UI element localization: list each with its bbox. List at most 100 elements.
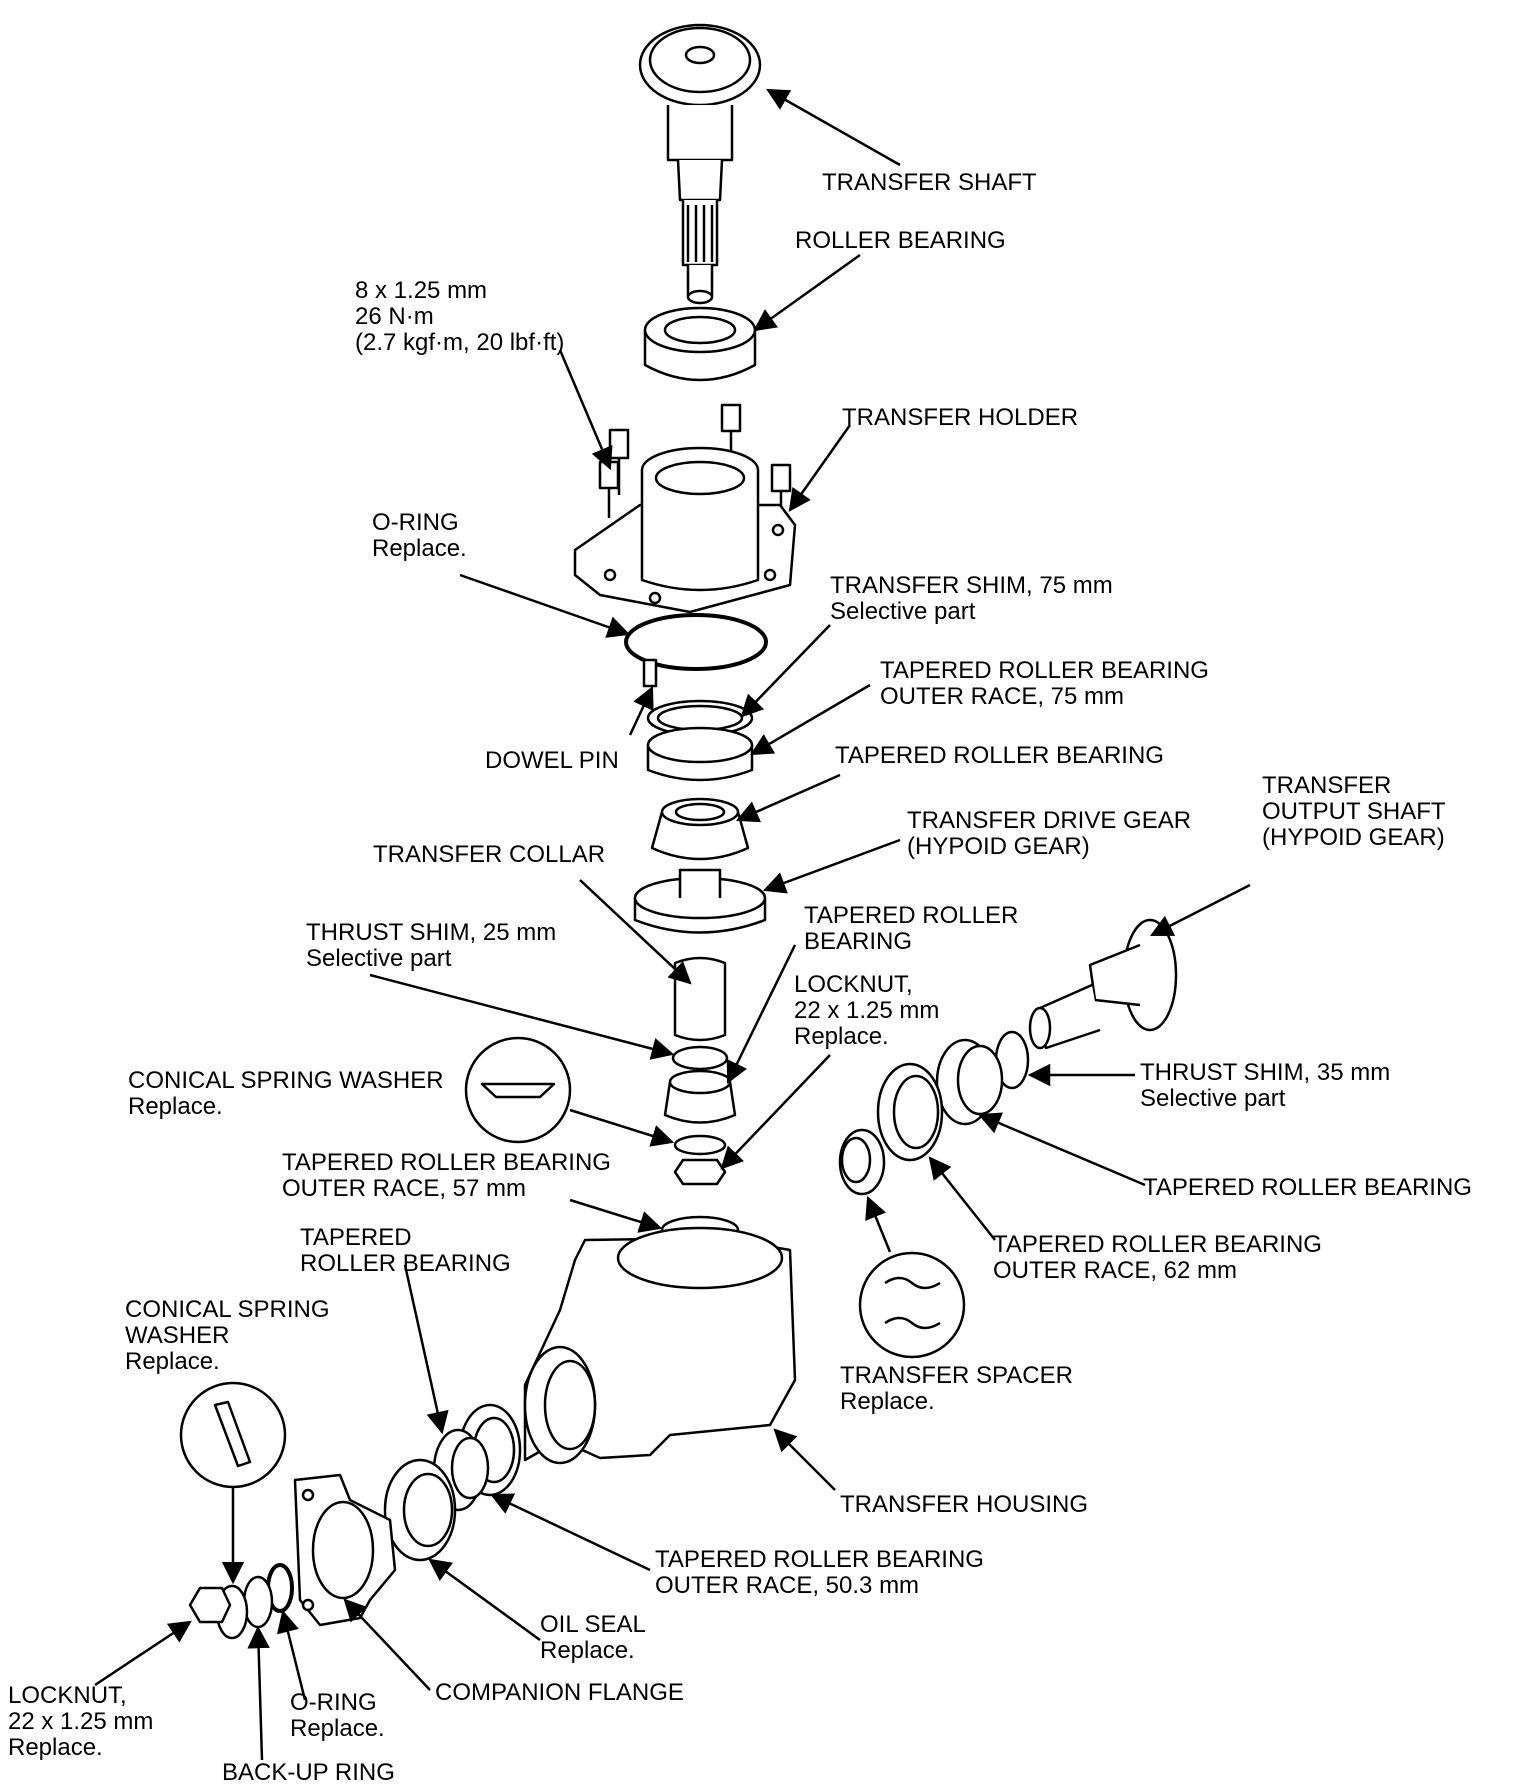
- label-line: WASHER: [125, 1322, 230, 1349]
- label-line: O-RING: [290, 1689, 377, 1716]
- label-line: OUTPUT SHAFT: [1262, 798, 1446, 825]
- label-line: TRANSFER DRIVE GEAR: [907, 807, 1192, 834]
- label-line: TAPERED ROLLER BEARING: [993, 1231, 1322, 1258]
- label-line: Replace.: [840, 1388, 935, 1415]
- label-line: THRUST SHIM, 25 mm: [306, 919, 557, 946]
- dowel-pin: [642, 658, 658, 688]
- o-ring-top: [624, 613, 768, 671]
- label-line: OUTER RACE, 50.3 mm: [655, 1572, 920, 1599]
- label-line: Replace.: [8, 1734, 103, 1761]
- label-tapered-bearing-4: TAPERED ROLLER BEARING: [300, 1225, 511, 1277]
- label-line: TAPERED ROLLER BEARING: [1143, 1174, 1472, 1201]
- label-tapered-bearing-1: TAPERED ROLLER BEARING: [835, 743, 1164, 769]
- label-line: 22 x 1.25 mm: [8, 1708, 154, 1735]
- label-line: TAPERED: [300, 1224, 412, 1251]
- oil-seal: [383, 1458, 457, 1562]
- tapered-roller-bearing-mid: [663, 1069, 737, 1124]
- label-line: TRANSFER HOLDER: [842, 404, 1079, 431]
- label-backup-ring: BACK-UP RING: [222, 1760, 395, 1786]
- label-line: Selective part: [830, 598, 976, 625]
- label-line: ROLLER BEARING: [300, 1250, 511, 1277]
- callout-lines: [94, 88, 1251, 1761]
- label-line: OIL SEAL: [540, 1611, 646, 1638]
- companion-flange: [293, 1473, 397, 1627]
- label-line: Selective part: [1140, 1085, 1286, 1112]
- label-line: OUTER RACE, 75 mm: [880, 683, 1125, 710]
- label-line: BEARING: [804, 928, 913, 955]
- label-line: TAPERED ROLLER BEARING: [282, 1149, 611, 1176]
- label-line: TAPERED ROLLER BEARING: [655, 1546, 984, 1573]
- label-conical-washer-top: CONICAL SPRING WASHER Replace.: [128, 1068, 444, 1120]
- label-line: CONICAL SPRING: [125, 1296, 330, 1323]
- label-transfer-drive-gear: TRANSFER DRIVE GEAR (HYPOID GEAR): [907, 808, 1191, 860]
- label-tapered-race-50: TAPERED ROLLER BEARING OUTER RACE, 50.3 …: [655, 1547, 984, 1599]
- label-line: TAPERED ROLLER BEARING: [835, 742, 1164, 769]
- label-transfer-shim: TRANSFER SHIM, 75 mm Selective part: [830, 573, 1113, 625]
- label-line: TAPERED ROLLER BEARING: [880, 657, 1209, 684]
- washer-detail-top: [464, 1036, 572, 1144]
- label-line: 8 x 1.25 mm: [355, 277, 488, 304]
- label-line: LOCKNUT,: [8, 1682, 127, 1709]
- tapered-roller-bearing-upper: [650, 797, 750, 861]
- label-o-ring-top: O-RING Replace.: [372, 510, 467, 562]
- washer-detail-bottom: [179, 1381, 287, 1489]
- label-transfer-shaft: TRANSFER SHAFT: [822, 170, 1037, 196]
- label-line: (2.7 kgf·m, 20 lbf·ft): [355, 329, 565, 356]
- label-tapered-race-57: TAPERED ROLLER BEARING OUTER RACE, 57 mm: [282, 1150, 611, 1202]
- locknut-bottom: [188, 1586, 232, 1624]
- label-line: Selective part: [306, 945, 452, 972]
- label-line: Replace.: [540, 1637, 635, 1664]
- label-line: TRANSFER SHAFT: [822, 169, 1037, 196]
- locknut-top: [673, 1158, 727, 1186]
- label-line: (HYPOID GEAR): [907, 833, 1090, 860]
- transfer-housing: [523, 1226, 797, 1465]
- spacer-detail: [858, 1251, 966, 1359]
- label-line: TRANSFER: [1262, 772, 1392, 799]
- label-tapered-race-62: TAPERED ROLLER BEARING OUTER RACE, 62 mm: [993, 1232, 1322, 1284]
- label-line: TAPERED ROLLER: [804, 902, 1019, 929]
- label-conical-washer-bottom: CONICAL SPRING WASHER Replace.: [125, 1297, 329, 1375]
- label-tapered-bearing-2: TAPERED ROLLER BEARING: [804, 903, 1018, 955]
- label-line: Replace.: [794, 1023, 889, 1050]
- label-line: OUTER RACE, 62 mm: [993, 1257, 1238, 1284]
- label-line: 22 x 1.25 mm: [794, 997, 940, 1024]
- label-locknut-top: LOCKNUT, 22 x 1.25 mm Replace.: [794, 972, 939, 1050]
- label-transfer-collar: TRANSFER COLLAR: [373, 842, 605, 868]
- thrust-shim-25: [671, 1045, 729, 1071]
- label-line: DOWEL PIN: [485, 747, 619, 774]
- transfer-shaft: [638, 23, 762, 305]
- roller-bearing: [643, 306, 757, 382]
- transfer-collar: [673, 956, 727, 1042]
- label-transfer-spacer: TRANSFER SPACER Replace.: [840, 1363, 1073, 1415]
- label-line: OUTER RACE, 57 mm: [282, 1175, 527, 1202]
- tapered-roller-bearing-right: [935, 1038, 1004, 1126]
- tapered-race-62: [876, 1062, 944, 1162]
- label-line: TRANSFER COLLAR: [373, 841, 606, 868]
- label-transfer-housing: TRANSFER HOUSING: [840, 1492, 1088, 1518]
- label-line: TRANSFER SPACER: [840, 1362, 1073, 1389]
- label-roller-bearing: ROLLER BEARING: [795, 228, 1006, 254]
- label-oil-seal: OIL SEAL Replace.: [540, 1612, 646, 1664]
- transfer-shim-and-race: [646, 699, 754, 782]
- transfer-output-shaft: [1028, 918, 1178, 1050]
- label-thrust-shim-35: THRUST SHIM, 35 mm Selective part: [1140, 1060, 1390, 1112]
- label-line: LOCKNUT,: [794, 971, 913, 998]
- label-transfer-holder: TRANSFER HOLDER: [842, 405, 1078, 431]
- label-transfer-output-shaft: TRANSFER OUTPUT SHAFT (HYPOID GEAR): [1262, 773, 1446, 851]
- label-line: (HYPOID GEAR): [1262, 824, 1445, 851]
- label-locknut-bottom: LOCKNUT, 22 x 1.25 mm Replace.: [8, 1683, 153, 1761]
- label-line: TRANSFER SHIM, 75 mm: [830, 572, 1113, 599]
- label-line: ROLLER BEARING: [795, 227, 1006, 254]
- transfer-drive-gear: [633, 868, 767, 934]
- label-line: TRANSFER HOUSING: [840, 1491, 1089, 1518]
- label-line: CONICAL SPRING WASHER: [128, 1067, 444, 1094]
- label-line: O-RING: [372, 509, 459, 536]
- label-line: THRUST SHIM, 35 mm: [1140, 1059, 1391, 1086]
- conical-washer-top: [673, 1134, 727, 1156]
- label-companion-flange: COMPANION FLANGE: [435, 1680, 684, 1706]
- label-tapered-bearing-3: TAPERED ROLLER BEARING: [1143, 1175, 1472, 1201]
- label-o-ring-bottom: O-RING Replace.: [290, 1690, 385, 1742]
- label-line: Replace.: [125, 1348, 220, 1375]
- backup-ring: [242, 1575, 274, 1629]
